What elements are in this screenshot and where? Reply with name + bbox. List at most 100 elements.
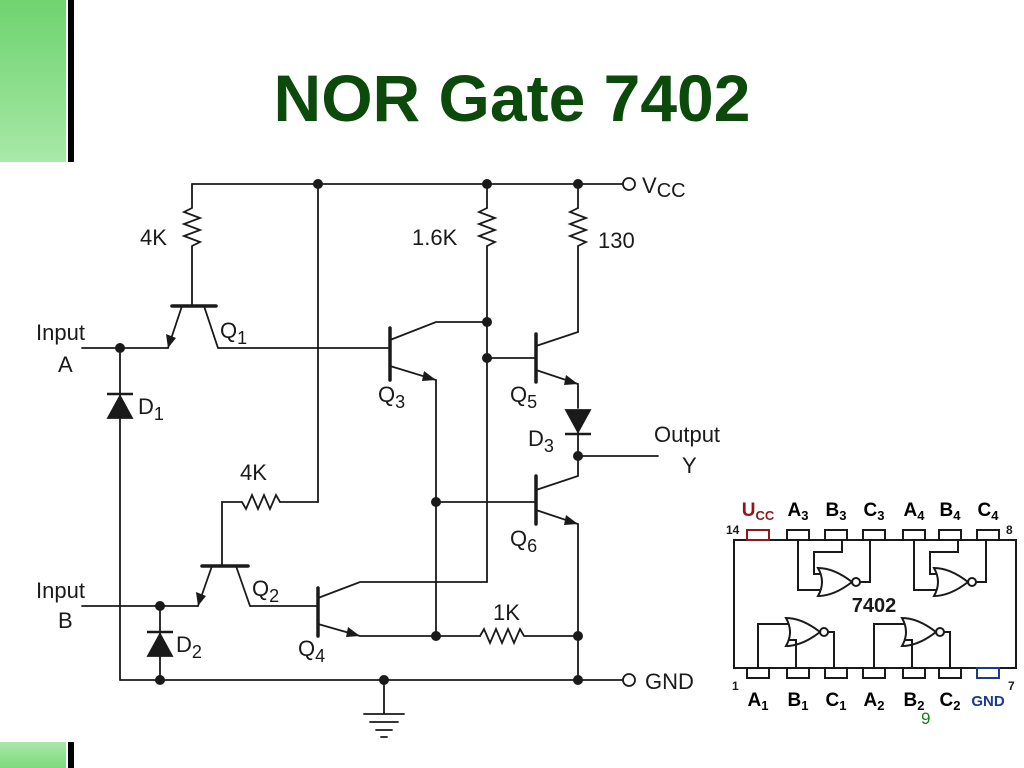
gate-ur-wiring	[913, 540, 987, 591]
q1-collector	[203, 305, 389, 349]
gate-ll-wiring	[757, 623, 835, 668]
diode-d1	[106, 394, 134, 419]
q3-label: Q3	[378, 382, 405, 412]
pin-label-bottom-4: A2	[864, 690, 885, 713]
q2-label: Q2	[252, 576, 279, 606]
ic-pin-bottom-4	[862, 667, 886, 679]
q4-label: Q4	[298, 636, 325, 666]
junction-dot	[155, 675, 165, 685]
decorative-green-strip-bottom	[0, 742, 66, 768]
q4-emitter-arrow	[346, 627, 360, 637]
junction-dot	[313, 179, 323, 189]
q6-label: Q6	[510, 526, 537, 556]
junction-dot	[431, 497, 441, 507]
gnd-label: GND	[645, 669, 694, 694]
decorative-green-strip-top	[0, 0, 66, 162]
pin-number-7: 7	[1008, 679, 1015, 693]
bottom-pin-labels: A1 B1 C1 A2 B2 C2 GND	[748, 690, 1005, 713]
q6-emitter-arrow	[564, 515, 578, 525]
decorative-bar-bottom	[68, 742, 74, 768]
q5-collector	[535, 331, 579, 347]
resistor-r4-label: 130	[598, 228, 635, 253]
resistor-r2	[221, 492, 281, 567]
d2-label: D2	[176, 632, 202, 662]
pin-number-1: 1	[732, 679, 739, 693]
nor-gate-lower-left	[784, 616, 822, 648]
q1-emitter-arrow	[166, 334, 176, 348]
q5-emitter	[535, 369, 579, 409]
ic-pin-bottom-7	[976, 667, 1000, 679]
junction-dot	[573, 179, 583, 189]
gate-ul-wiring	[797, 540, 871, 591]
output-label-1: Output	[654, 422, 720, 447]
pin-number-8: 8	[1006, 523, 1013, 537]
junction-dot	[573, 675, 583, 685]
nor-gate-upper-left	[816, 566, 854, 598]
d3-to-q6	[535, 455, 579, 491]
pin-label-bottom-7: GND	[971, 693, 1005, 710]
pin-label-bottom-3: C1	[826, 690, 847, 713]
ic-pin-bottom-6	[938, 667, 962, 679]
q1-label: Q1	[220, 318, 247, 348]
pin-label-top-3: B3	[826, 500, 847, 523]
rail-to-r2	[279, 183, 319, 503]
junction-dot	[573, 631, 583, 641]
q2-collector	[235, 565, 319, 607]
resistor-r2-label: 4K	[240, 460, 267, 485]
diode-d3	[564, 409, 592, 434]
junction-dot	[482, 353, 492, 363]
resistor-r1	[181, 183, 203, 307]
input-b-label-2: B	[58, 608, 73, 633]
pin-label-top-6: B4	[940, 500, 962, 523]
q4-collector	[317, 357, 488, 599]
d1-label: D1	[138, 394, 164, 424]
pin-label-top-1: UCC	[742, 500, 775, 523]
junction-dot	[573, 451, 583, 461]
slide-title: NOR Gate 7402	[273, 61, 751, 135]
resistor-r1-label: 4K	[140, 225, 167, 250]
ic-pin-bottom-1	[746, 667, 770, 679]
diode-d2	[146, 632, 174, 657]
q4-emitter	[317, 623, 481, 637]
gate-lr-wiring	[873, 623, 951, 668]
q2-emitter-arrow	[196, 592, 206, 606]
pin-label-bottom-1: A1	[748, 690, 769, 713]
junction-dot	[379, 675, 389, 685]
pin-label-top-5: A4	[904, 500, 926, 523]
decorative-bar-top	[68, 0, 74, 162]
nor-gate-upper-right	[932, 566, 970, 598]
q3-emitter-arrow	[422, 371, 436, 381]
ic-pin-bottom-3	[824, 667, 848, 679]
bottom-pins	[746, 667, 1000, 679]
pin-label-bottom-2: B1	[788, 690, 809, 713]
pin-label-bottom-5: B2	[904, 690, 925, 713]
pin-label-top-2: A3	[788, 500, 809, 523]
ground-symbol	[363, 679, 405, 738]
output-label-2: Y	[682, 453, 697, 478]
vcc-label: VCC	[642, 173, 686, 202]
nor-gate-lower-right	[900, 616, 938, 648]
ic-pin-top-5	[902, 529, 926, 541]
ic-pin-top-6	[938, 529, 962, 541]
junction-dot	[155, 601, 165, 611]
top-pins	[746, 529, 1000, 541]
input-a-label-2: A	[58, 352, 73, 377]
resistor-r5-label: 1K	[493, 600, 520, 625]
page-number: 9	[921, 709, 931, 728]
resistor-r4	[567, 207, 589, 333]
q6-emitter	[535, 509, 579, 681]
pin-label-top-7: C4	[978, 500, 1000, 523]
junction-dot	[482, 179, 492, 189]
gnd-terminal	[622, 673, 636, 687]
junction-dot	[431, 631, 441, 641]
d3-wire	[577, 431, 659, 457]
input-a-label-1: Input	[36, 320, 85, 345]
d3-label: D3	[528, 426, 554, 456]
resistor-r3-label: 1.6K	[412, 225, 458, 250]
pin-label-bottom-6: C2	[940, 690, 961, 713]
resistor-r3	[476, 207, 498, 323]
input-b-label-1: Input	[36, 578, 85, 603]
junction-dot	[482, 317, 492, 327]
